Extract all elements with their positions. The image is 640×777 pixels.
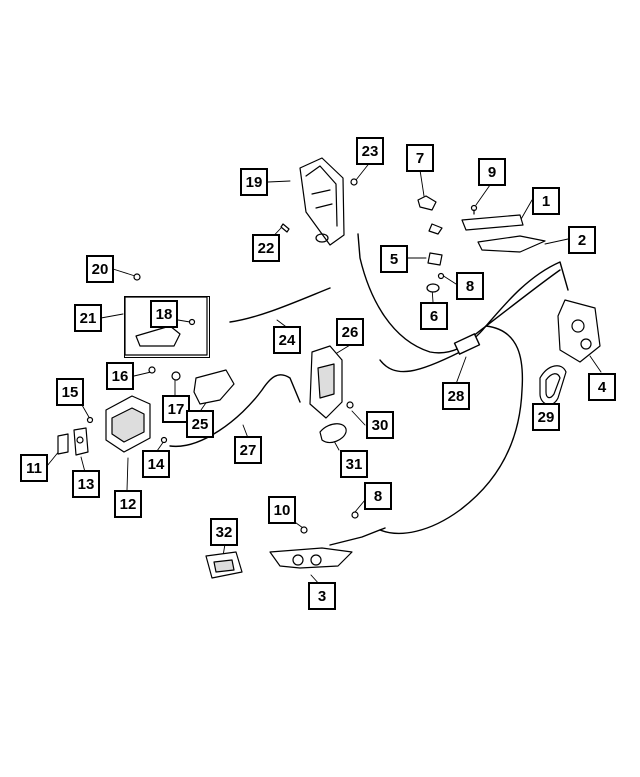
handle-cup-parts — [124, 296, 235, 405]
lower-latch-part — [269, 547, 353, 569]
callout-21: 21 — [74, 304, 102, 332]
callout-20: 20 — [86, 255, 114, 283]
striker-latch-part — [557, 299, 601, 363]
callout-29: 29 — [532, 403, 560, 431]
callout-3: 3 — [308, 582, 336, 610]
callout-25: 25 — [186, 410, 214, 438]
switch-part — [205, 551, 243, 579]
callout-11: 11 — [20, 454, 48, 482]
cable-assemblies — [169, 233, 569, 546]
callout-1: 1 — [532, 187, 560, 215]
callout-10: 10 — [268, 496, 296, 524]
callout-18: 18 — [150, 300, 178, 328]
outside-handle-part — [299, 157, 345, 246]
bracket-parts — [57, 427, 89, 456]
callout-7: 7 — [406, 144, 434, 172]
inside-handle-part — [309, 345, 343, 419]
callout-16: 16 — [106, 362, 134, 390]
callout-5: 5 — [380, 245, 408, 273]
callout-30: 30 — [366, 411, 394, 439]
callout-31: 31 — [340, 450, 368, 478]
callout-2: 2 — [568, 226, 596, 254]
door-latch-part — [105, 395, 151, 453]
bezel-part — [319, 401, 354, 444]
callout-13: 13 — [72, 470, 100, 498]
callout-28: 28 — [442, 382, 470, 410]
callout-19: 19 — [240, 168, 268, 196]
callout-23: 23 — [356, 137, 384, 165]
callout-8-upper: 8 — [456, 272, 484, 300]
callout-6: 6 — [420, 302, 448, 330]
callout-4: 4 — [588, 373, 616, 401]
part-18-group-box — [124, 296, 210, 358]
upper-linkage-parts — [417, 195, 546, 293]
callout-27: 27 — [234, 436, 262, 464]
seal-part — [539, 365, 567, 406]
callout-14: 14 — [142, 450, 170, 478]
callout-24: 24 — [273, 326, 301, 354]
leader-lines — [46, 160, 602, 586]
callout-32: 32 — [210, 518, 238, 546]
callout-9: 9 — [478, 158, 506, 186]
callout-17: 17 — [162, 395, 190, 423]
callout-22: 22 — [252, 234, 280, 262]
callout-12: 12 — [114, 490, 142, 518]
screw-parts — [86, 178, 478, 534]
callout-8-lower: 8 — [364, 482, 392, 510]
callout-26: 26 — [336, 318, 364, 346]
callout-15: 15 — [56, 378, 84, 406]
